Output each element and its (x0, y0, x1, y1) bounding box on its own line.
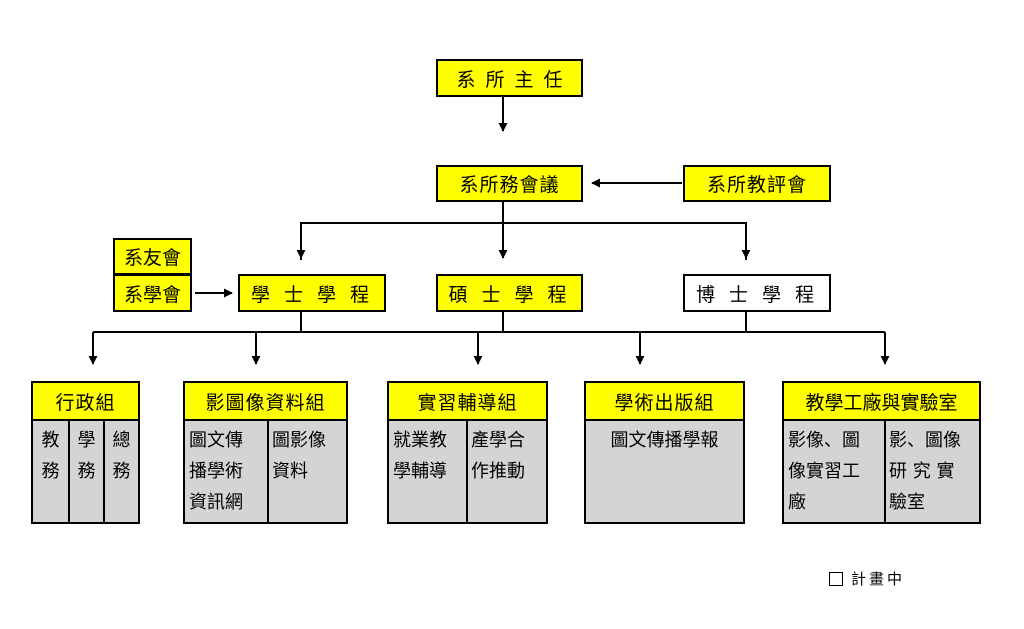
council-box: 系所務會議 (436, 165, 583, 202)
group-column: 圖影像 資料 (267, 421, 346, 522)
group-text: 資料 (272, 461, 308, 482)
group-title: 行政組 (33, 383, 138, 421)
group-column: 產學合 作推動 (466, 421, 546, 522)
group-text: 研 究 實 (889, 461, 955, 482)
group-text: 影、圖像 (889, 430, 961, 451)
group-text: 作推動 (471, 461, 525, 482)
group-text: 資訊網 (189, 492, 243, 513)
doctoral-program-box: 博 士 學 程 (683, 274, 831, 312)
group-title: 影圖像資料組 (185, 383, 346, 421)
student-association-box: 系學會 (113, 274, 192, 312)
legend-swatch-icon (829, 571, 843, 586)
group-text: 圖文傳播學報 (610, 430, 719, 451)
evaluation-committee-box: 系所教評會 (683, 165, 831, 202)
legend-label: 計畫中 (851, 570, 906, 588)
group-text: 產學合 (471, 430, 525, 451)
group-text: 教 (41, 430, 60, 451)
master-program-box: 碩 士 學 程 (436, 274, 583, 312)
group-text: 務 (77, 461, 96, 482)
group-column: 影、圖像 研 究 實 驗室 (884, 421, 979, 522)
group-teaching-factory-lab: 教學工廠與實驗室 影像、圖 像實習工 廠 影、圖像 研 究 實 驗室 (782, 381, 981, 524)
group-text: 務 (112, 461, 131, 482)
group-column: 教 務 (33, 421, 68, 522)
alumni-association-box: 系友會 (113, 238, 192, 275)
group-column: 就業教 學輔導 (389, 421, 466, 522)
group-column: 影像、圖 像實習工 廠 (784, 421, 884, 522)
group-text: 總 (112, 430, 131, 451)
department-chair-box: 系 所 主 任 (436, 59, 583, 97)
group-administration: 行政組 教 務 學 務 總 務 (31, 381, 140, 524)
group-column: 圖文傳播學報 (586, 421, 743, 522)
group-text: 播學術 (189, 461, 243, 482)
group-title: 教學工廠與實驗室 (784, 383, 979, 421)
group-column: 總 務 (103, 421, 138, 522)
group-title: 實習輔導組 (389, 383, 546, 421)
group-text: 圖文傳 (189, 430, 243, 451)
group-internship-guidance: 實習輔導組 就業教 學輔導 產學合 作推動 (387, 381, 548, 524)
group-text: 務 (41, 461, 60, 482)
group-image-data: 影圖像資料組 圖文傳 播學術 資訊網 圖影像 資料 (183, 381, 348, 524)
group-column: 學 務 (68, 421, 103, 522)
group-text: 影像、圖 (788, 430, 860, 451)
group-column: 圖文傳 播學術 資訊網 (185, 421, 267, 522)
group-text: 就業教 (393, 430, 447, 451)
group-text: 學 (77, 430, 96, 451)
group-text: 驗室 (889, 492, 925, 513)
group-text: 圖影像 (272, 430, 326, 451)
group-title: 學術出版組 (586, 383, 743, 421)
group-text: 像實習工 (788, 461, 860, 482)
legend: 計畫中 (829, 568, 905, 589)
bachelor-program-box: 學 士 學 程 (238, 274, 386, 312)
group-text: 廠 (788, 492, 806, 513)
group-text: 學輔導 (393, 461, 447, 482)
group-academic-publishing: 學術出版組 圖文傳播學報 (584, 381, 745, 524)
